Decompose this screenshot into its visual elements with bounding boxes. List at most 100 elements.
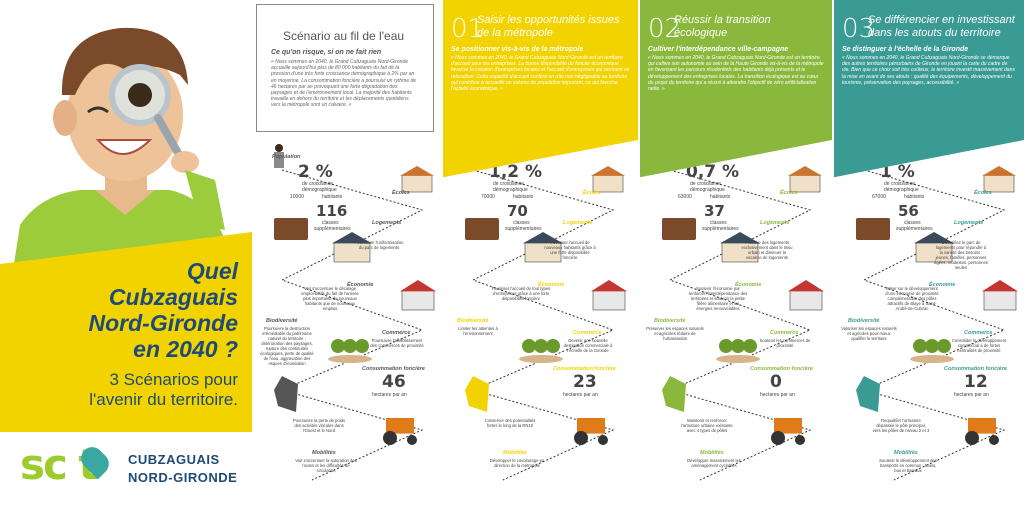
suitcase-icon xyxy=(465,218,499,240)
tractor-icon xyxy=(383,418,417,445)
population-count: 63000 xyxy=(678,194,692,200)
scenario-column-3: 03 Se différencier en investissant dans … xyxy=(834,0,1024,512)
agriculture-note: Requalifier l'armature dépassée le pôle … xyxy=(872,418,930,433)
mobilites-label: Mobilités xyxy=(894,450,918,456)
population-growth-value: 1 % xyxy=(880,162,915,182)
logements-label: Logements xyxy=(954,220,984,226)
classes-desc: classes xyxy=(322,220,339,226)
population-desc: de croissance xyxy=(302,181,333,187)
ecoles-label: Écoles xyxy=(974,190,992,196)
population-desc: de croissance xyxy=(493,181,524,187)
classes-desc: classes xyxy=(710,220,727,226)
logements-note: Favoriser l'accueil de nouveaux habitant… xyxy=(544,240,596,260)
consommation-unit: hectares par an xyxy=(563,392,598,398)
classes-desc: supplémentaires xyxy=(702,226,739,232)
person-icon xyxy=(662,144,672,168)
house-icon xyxy=(720,232,760,263)
mobilites-note: Développer le covoiturage en direction d… xyxy=(489,458,545,468)
house-icon xyxy=(332,232,372,263)
shop-icon xyxy=(400,280,436,311)
scenario-number: 02 xyxy=(648,14,682,44)
scot-logo: sc t CUBZAGUAIS NORD-GIRONDE xyxy=(20,440,250,500)
population-label: Population xyxy=(463,154,492,160)
economie-label: Économie xyxy=(538,282,565,288)
logements-label: Logements xyxy=(563,220,593,226)
classes-desc: supplémentaires xyxy=(314,226,351,232)
scenario-header: 01 Saisir les opportunités issues de la … xyxy=(443,0,638,140)
person-icon xyxy=(465,144,475,168)
scenario-title: Saisir les opportunités issues de la mét… xyxy=(477,14,620,39)
classes-desc: supplémentaires xyxy=(505,226,542,232)
population-label: Population xyxy=(660,154,689,160)
commerce-note: Devenir une nouvelle destination commerc… xyxy=(563,338,613,353)
shop-icon xyxy=(591,280,627,311)
classes-desc: classes xyxy=(513,220,530,226)
mobilites-note: Développer massivement les aménagement c… xyxy=(687,458,741,468)
commerce-label: Commerce xyxy=(964,330,993,336)
hero-panel: Quel Cubzaguais Nord-Gironde en 2040 ? 3… xyxy=(0,0,252,512)
hero-title-line: Cubzaguais xyxy=(108,284,238,310)
school-building-icon xyxy=(982,166,1016,193)
logements-label: Logements xyxy=(760,220,790,226)
population-desc: de croissance xyxy=(690,181,721,187)
scenario-title: Réussir la transition écologique xyxy=(674,14,771,39)
scenario-subtitle: Cultiver l'interdépendance ville-campagn… xyxy=(648,46,789,53)
trees-icon xyxy=(519,339,563,363)
tractor-icon xyxy=(965,418,999,445)
tractor-icon xyxy=(771,418,805,445)
person-icon xyxy=(274,144,284,168)
hero-title-line: Quel xyxy=(186,258,238,284)
agriculture-note: Maintenir et renforcer l'armature urbain… xyxy=(681,418,733,433)
scenario-number: 03 xyxy=(842,14,876,44)
classes-desc: classes xyxy=(904,220,921,226)
hero-title-line: en 2040 ? xyxy=(133,336,238,362)
scenario-subtitle: Se distinguer à l'échelle de la Gironde xyxy=(842,46,969,53)
scenario-quote: « Nous sommes en 2040, le Grand Cubzagua… xyxy=(648,55,824,93)
trees-icon xyxy=(716,339,760,363)
economie-note: Voir s'accentuer le décalage emploi-acti… xyxy=(301,286,359,311)
school-building-icon xyxy=(591,166,625,193)
school-building-icon xyxy=(788,166,822,193)
person-icon xyxy=(856,144,866,168)
mobilites-label: Mobilités xyxy=(312,450,336,456)
scenario-path xyxy=(465,144,627,481)
mobilites-note: Soutenir le développement des transports… xyxy=(879,458,937,473)
population-growth-value: 1,2 % xyxy=(489,162,543,182)
biodiversite-label: Biodiversité xyxy=(848,318,880,324)
economie-note: Favoriser l'accueil de tout types d'entr… xyxy=(491,286,551,301)
population-label: Population xyxy=(272,154,301,160)
economie-note: Soutenir l'économie par renforcer l'inte… xyxy=(688,286,748,311)
population-desc: démographique xyxy=(302,187,337,193)
territory-map-icon xyxy=(465,376,489,412)
scenario-title: Scénario au fil de l'eau xyxy=(283,29,405,43)
commerce-note: Poursuivre l'affaiblissement des commerc… xyxy=(370,338,424,348)
school-building-icon xyxy=(400,166,434,193)
baseline-intro-box: Scénario au fil de l'eau Ce qu'on risque… xyxy=(256,4,434,132)
commerce-note: Soutenir les commerces de proximité xyxy=(759,338,811,348)
logements-note: Diversifiez le parc de logements pour ré… xyxy=(934,240,988,270)
commerce-note: Consolider le développement commercial à… xyxy=(951,338,1007,353)
trees-icon xyxy=(328,339,372,363)
mobilites-label: Mobilités xyxy=(503,450,527,456)
biodiversite-note: Poursuivre la destruction irrémédiable d… xyxy=(260,326,314,366)
economie-label: Économie xyxy=(735,282,762,288)
scenario-quote: « Nous sommes en 2040, le Grand Cubzagua… xyxy=(451,55,630,93)
trees-icon xyxy=(910,339,954,363)
shop-icon xyxy=(982,280,1018,311)
population-growth-value: 2 % xyxy=(298,162,333,182)
consommation-label: Consommation foncière xyxy=(553,366,616,372)
economie-label: Économie xyxy=(347,282,374,288)
hero-subtitle: 3 Scénarios pour l'avenir du territoire. xyxy=(8,370,238,410)
consommation-unit: hectares par an xyxy=(760,392,795,398)
scenario-column-baseline: Scénario au fil de l'eau Ce qu'on risque… xyxy=(252,0,442,512)
ecoles-label: Écoles xyxy=(583,190,601,196)
population-unit: habitants xyxy=(710,194,731,200)
territory-map-icon xyxy=(274,376,298,412)
consommation-unit: hectares par an xyxy=(372,392,407,398)
scenario-quote: « Nous sommes en 2040, le Grand Cubzagua… xyxy=(271,59,417,109)
ecoles-label: Écoles xyxy=(392,190,410,196)
consommation-label: Consommation foncière xyxy=(750,366,813,372)
